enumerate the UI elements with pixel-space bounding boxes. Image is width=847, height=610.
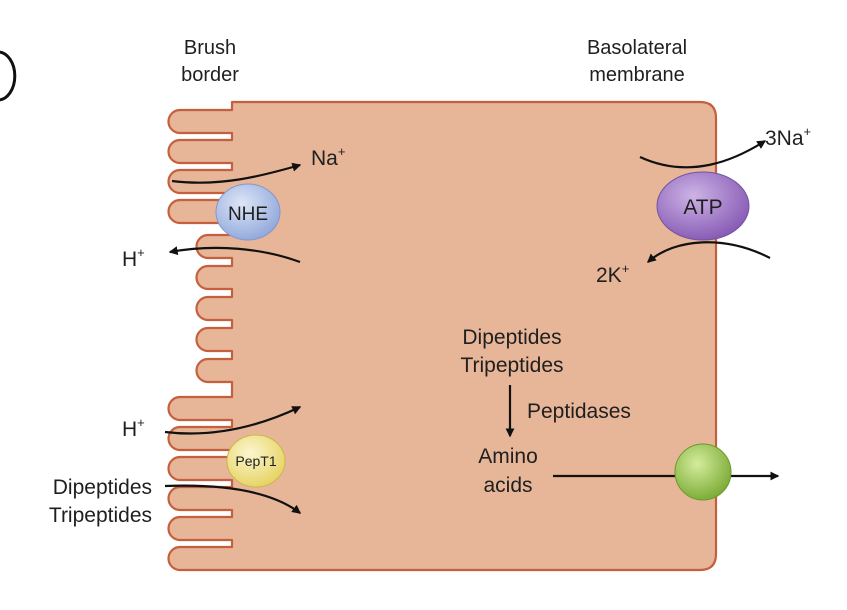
brush-border-label-line1: Brush	[184, 37, 236, 59]
k2-ion-label: 2K+	[596, 261, 629, 287]
na-efflux-arrow	[639, 140, 767, 169]
basolateral-label-line1: Basolateral	[587, 37, 687, 59]
lumen-tripeptides-label: Tripeptides	[49, 504, 152, 527]
cell-tripeptides-label: Tripeptides	[460, 354, 563, 377]
lumen-dipeptides-label: Dipeptides	[53, 476, 152, 499]
pept1-transporter	[226, 434, 286, 488]
peptidases-label: Peptidases	[527, 400, 631, 423]
na-influx-arrow	[171, 162, 302, 184]
k-influx-arrow	[646, 241, 771, 263]
na3-ion-label: 3Na+	[765, 124, 811, 150]
acids-label: acids	[483, 474, 532, 497]
amino-label: Amino	[478, 445, 538, 468]
pept1-label: PepT1	[235, 453, 276, 469]
enterocyte-cell	[167, 100, 718, 572]
cell-dipeptides-label: Dipeptides	[462, 326, 561, 349]
peptide-influx-arrow	[164, 484, 302, 514]
h-ion-label-bottom: H+	[122, 415, 145, 441]
nhe-label: NHE	[228, 204, 268, 225]
atp-label: ATP	[683, 196, 722, 219]
h-ion-label-top: H+	[122, 245, 145, 271]
amino-acid-carrier	[674, 443, 732, 501]
h-efflux-arrow	[168, 246, 301, 264]
na-k-atpase-pump	[656, 171, 750, 241]
brush-border-label-line2: border	[181, 64, 239, 86]
panel-marker-fragment	[0, 50, 17, 102]
h-influx-arrow	[164, 406, 302, 435]
basolateral-label-line2: membrane	[589, 64, 685, 86]
na-ion-label: Na+	[311, 144, 345, 170]
nhe-exchanger	[215, 183, 281, 241]
